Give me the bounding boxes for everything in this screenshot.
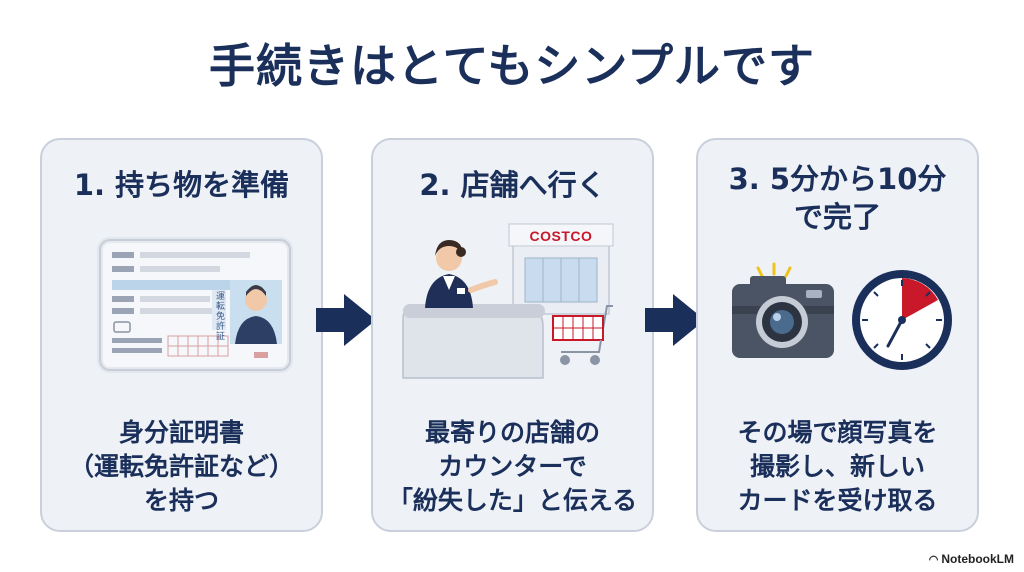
step-title-line: 2. 店舗へ行く: [419, 168, 606, 202]
arrow-right-icon: [316, 294, 376, 346]
license-vertical-label: 運転免許証: [216, 292, 226, 342]
store-scene: [402, 223, 614, 379]
store-sign: COSTCO: [529, 228, 593, 244]
shopping-cart-icon: [551, 305, 613, 365]
step-desc-line: カードを受け取る: [737, 486, 938, 515]
step3-illustration: [732, 262, 952, 370]
arrow-right-icon: [645, 294, 705, 346]
step-desc-line: を持つ: [143, 486, 219, 515]
step-desc-line: （運転免許証など）: [68, 452, 294, 481]
step-title-3: 3. 5分から10分 で完了: [698, 160, 977, 236]
page-title: 手続きはとてもシンプルです: [209, 39, 815, 93]
notebooklm-logo: ◠NotebookLM: [929, 552, 1014, 566]
notebooklm-logo-icon: ◠: [928, 554, 939, 566]
step-desc-3: その場で顔写真を 撮影し、新しい カードを受け取る: [698, 416, 977, 518]
step-title-2: 2. 店舗へ行く: [373, 166, 652, 204]
step-desc-line: その場で顔写真を: [737, 418, 938, 447]
step-desc-line: 「紛失した」と伝える: [387, 486, 638, 515]
step-card-3: 3. 5分から10分 で完了: [696, 138, 979, 532]
step-desc-line: カウンターで: [438, 452, 587, 481]
step-desc-1: 身分証明書 （運転免許証など） を持つ: [42, 416, 321, 518]
store-clerk-icon: [425, 240, 498, 308]
step-desc-line: 身分証明書: [118, 418, 244, 447]
drivers-license-icon: [97, 237, 293, 373]
step-card-1: 1. 持ち物を準備: [40, 138, 323, 532]
logo-text: NotebookLM: [941, 552, 1014, 566]
step-card-2: 2. 店舗へ行く: [371, 138, 654, 532]
step-desc-line: 最寄りの店舗の: [424, 418, 600, 447]
timer-icon: [852, 270, 952, 370]
store-building-icon: [508, 223, 614, 315]
step-desc-line: 撮影し、新しい: [749, 452, 925, 481]
step-title-1: 1. 持ち物を準備: [42, 166, 321, 204]
step-title-line: 1. 持ち物を準備: [73, 168, 290, 202]
step-title-line: 3. 5分から10分: [728, 162, 947, 196]
camera-icon: [732, 262, 834, 358]
step-title-line: で完了: [793, 200, 881, 234]
step-desc-2: 最寄りの店舗の カウンターで 「紛失した」と伝える: [373, 416, 652, 518]
